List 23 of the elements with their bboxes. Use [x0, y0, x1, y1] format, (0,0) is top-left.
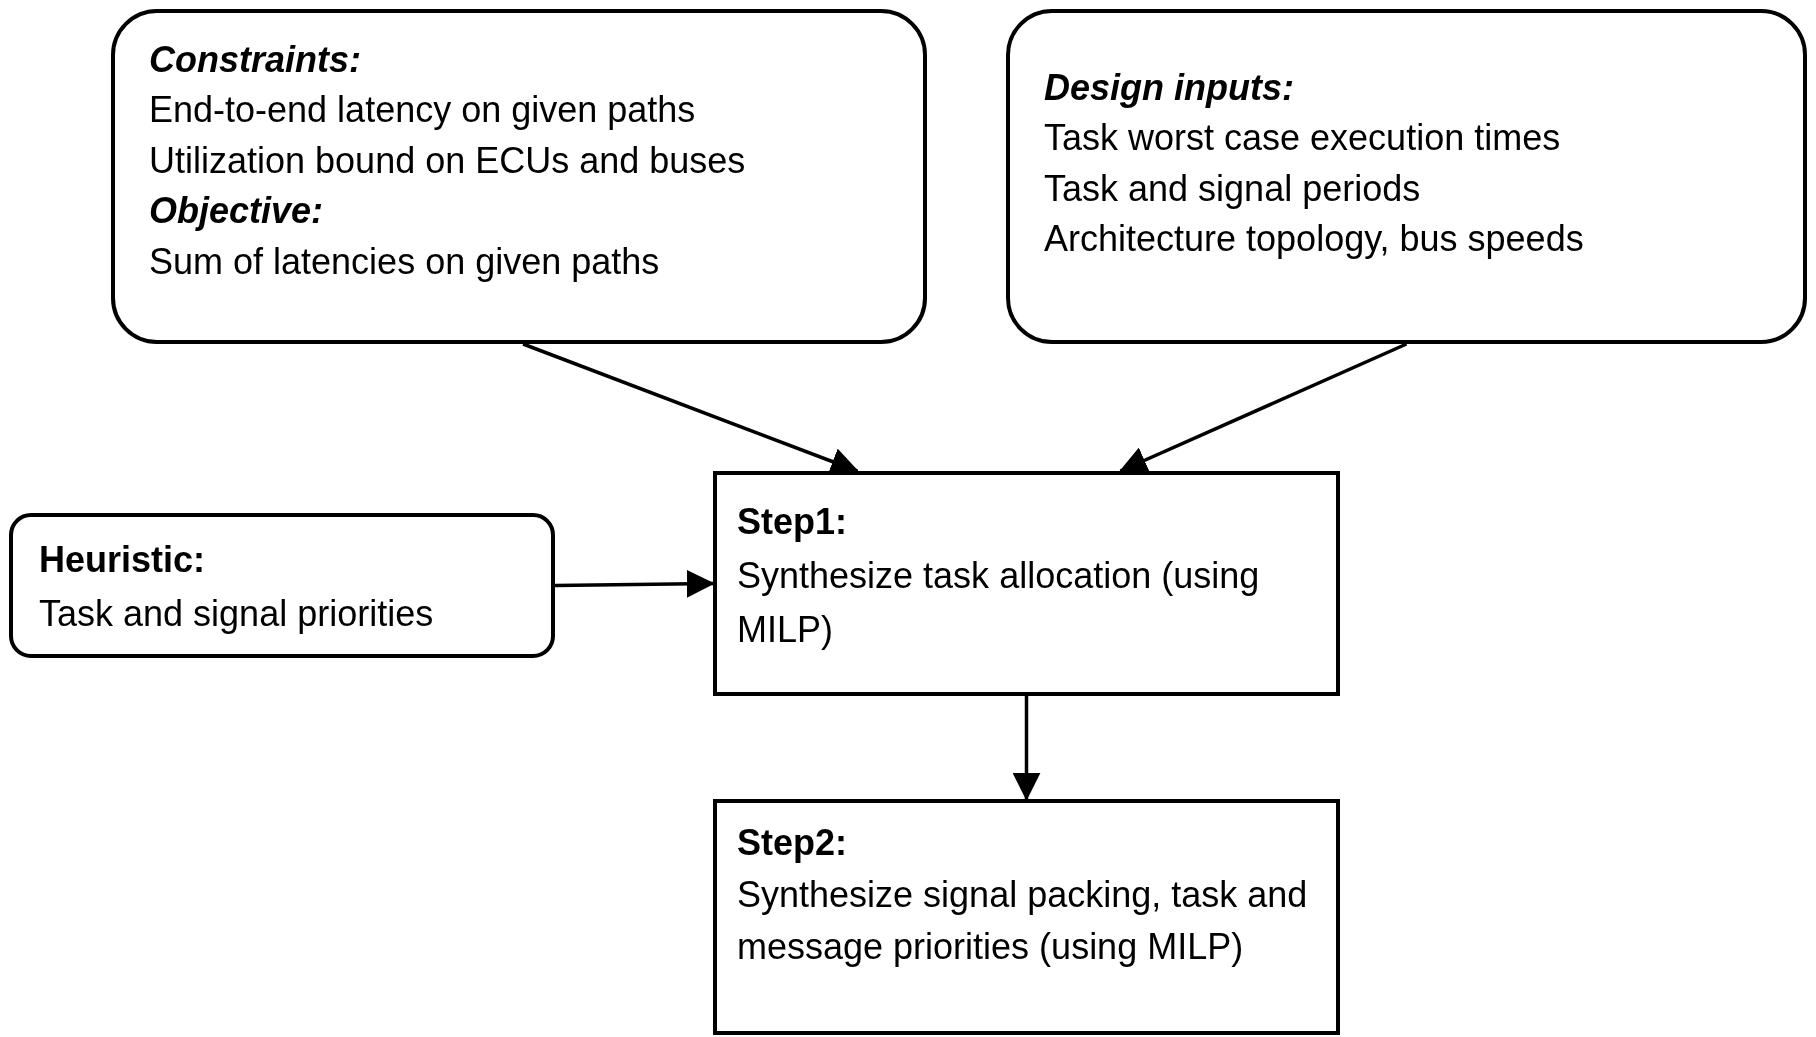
box-text: Synthesize signal packing, task and message priorities (using MILP) — [737, 873, 1309, 970]
box-text: Task and signal periods — [1044, 166, 1422, 211]
box-text: End-to-end latency on given paths — [149, 88, 697, 133]
box-text: Architecture topology, bus speeds — [1044, 217, 1585, 262]
process-box — [9, 513, 555, 658]
box-text: Task worst case execution times — [1044, 116, 1562, 161]
arrow — [1118, 342, 1408, 474]
process-box — [713, 471, 1340, 696]
box-text: Sum of latencies on given paths — [149, 239, 661, 284]
box-heading: Design inputs: — [1044, 66, 1295, 110]
arrow — [554, 569, 715, 598]
process-box — [1006, 9, 1807, 344]
box-text: Utilization bound on ECUs and buses — [149, 138, 747, 183]
box-heading: Step1: — [737, 500, 849, 544]
process-box — [111, 9, 927, 344]
box-heading: Objective: — [149, 189, 325, 234]
box-heading: Constraints: — [149, 38, 362, 82]
box-text: Task and signal priorities — [39, 592, 435, 636]
arrow — [1012, 696, 1041, 801]
box-text: Synthesize task allocation (using MILP) — [737, 554, 1261, 652]
box-heading: Heuristic: — [39, 538, 207, 582]
box-heading: Step2: — [737, 821, 849, 865]
process-box — [713, 799, 1340, 1035]
